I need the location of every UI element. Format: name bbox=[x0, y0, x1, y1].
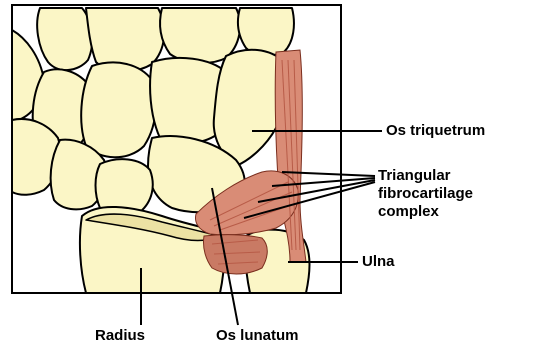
label-os-triquetrum: Os triquetrum bbox=[386, 123, 485, 139]
carpal-bone-top-far-right bbox=[238, 8, 294, 55]
label-tfcc-line1: Triangular bbox=[378, 168, 451, 184]
carpal-bone-capitate bbox=[81, 62, 156, 157]
tfcc-lower-band bbox=[203, 235, 267, 274]
label-os-lunatum: Os lunatum bbox=[216, 328, 299, 344]
label-radius: Radius bbox=[95, 328, 145, 344]
label-tfcc-line2: fibrocartilage bbox=[378, 186, 473, 202]
label-ulna: Ulna bbox=[362, 254, 395, 270]
label-tfcc-line3: complex bbox=[378, 204, 439, 220]
